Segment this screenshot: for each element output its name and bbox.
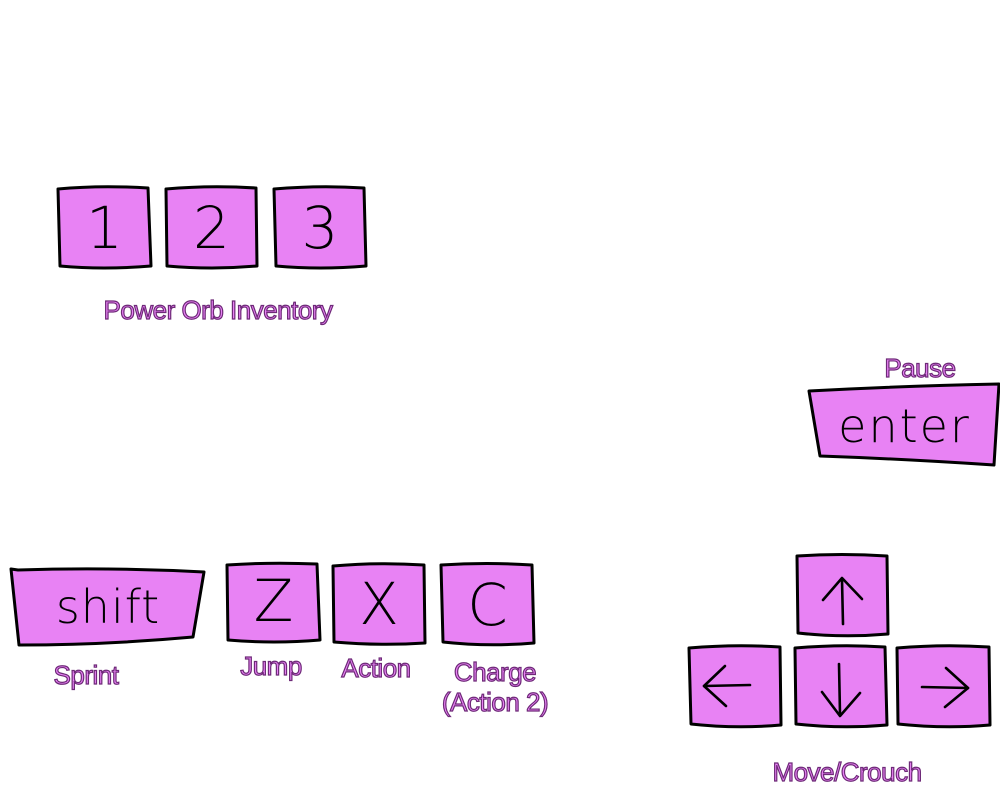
- key-z[interactable]: [225, 561, 322, 644]
- power-orb-inventory-label: Power Orb Inventory: [103, 294, 334, 325]
- key-enter[interactable]: [807, 382, 1000, 467]
- arrow-left-icon: [702, 664, 752, 708]
- key-2[interactable]: [164, 185, 259, 270]
- arrow-right-icon: [920, 666, 970, 709]
- key-3[interactable]: [272, 185, 368, 270]
- arrow-down-icon: [820, 662, 862, 718]
- charge-label-line2: (Action 2): [441, 686, 549, 717]
- key-down[interactable]: [793, 644, 889, 729]
- key-c[interactable]: [439, 562, 536, 647]
- move-crouch-label: Move/Crouch: [772, 756, 923, 787]
- arrow-up-icon: [821, 576, 864, 626]
- key-x[interactable]: [331, 562, 427, 646]
- key-shift[interactable]: [9, 567, 206, 647]
- jump-label: Jump: [240, 650, 303, 681]
- charge-label: Charge: [453, 656, 537, 687]
- action-label: Action: [341, 652, 412, 683]
- key-1[interactable]: [56, 185, 153, 270]
- pause-label: Pause: [884, 352, 957, 383]
- sprint-label: Sprint: [53, 659, 120, 690]
